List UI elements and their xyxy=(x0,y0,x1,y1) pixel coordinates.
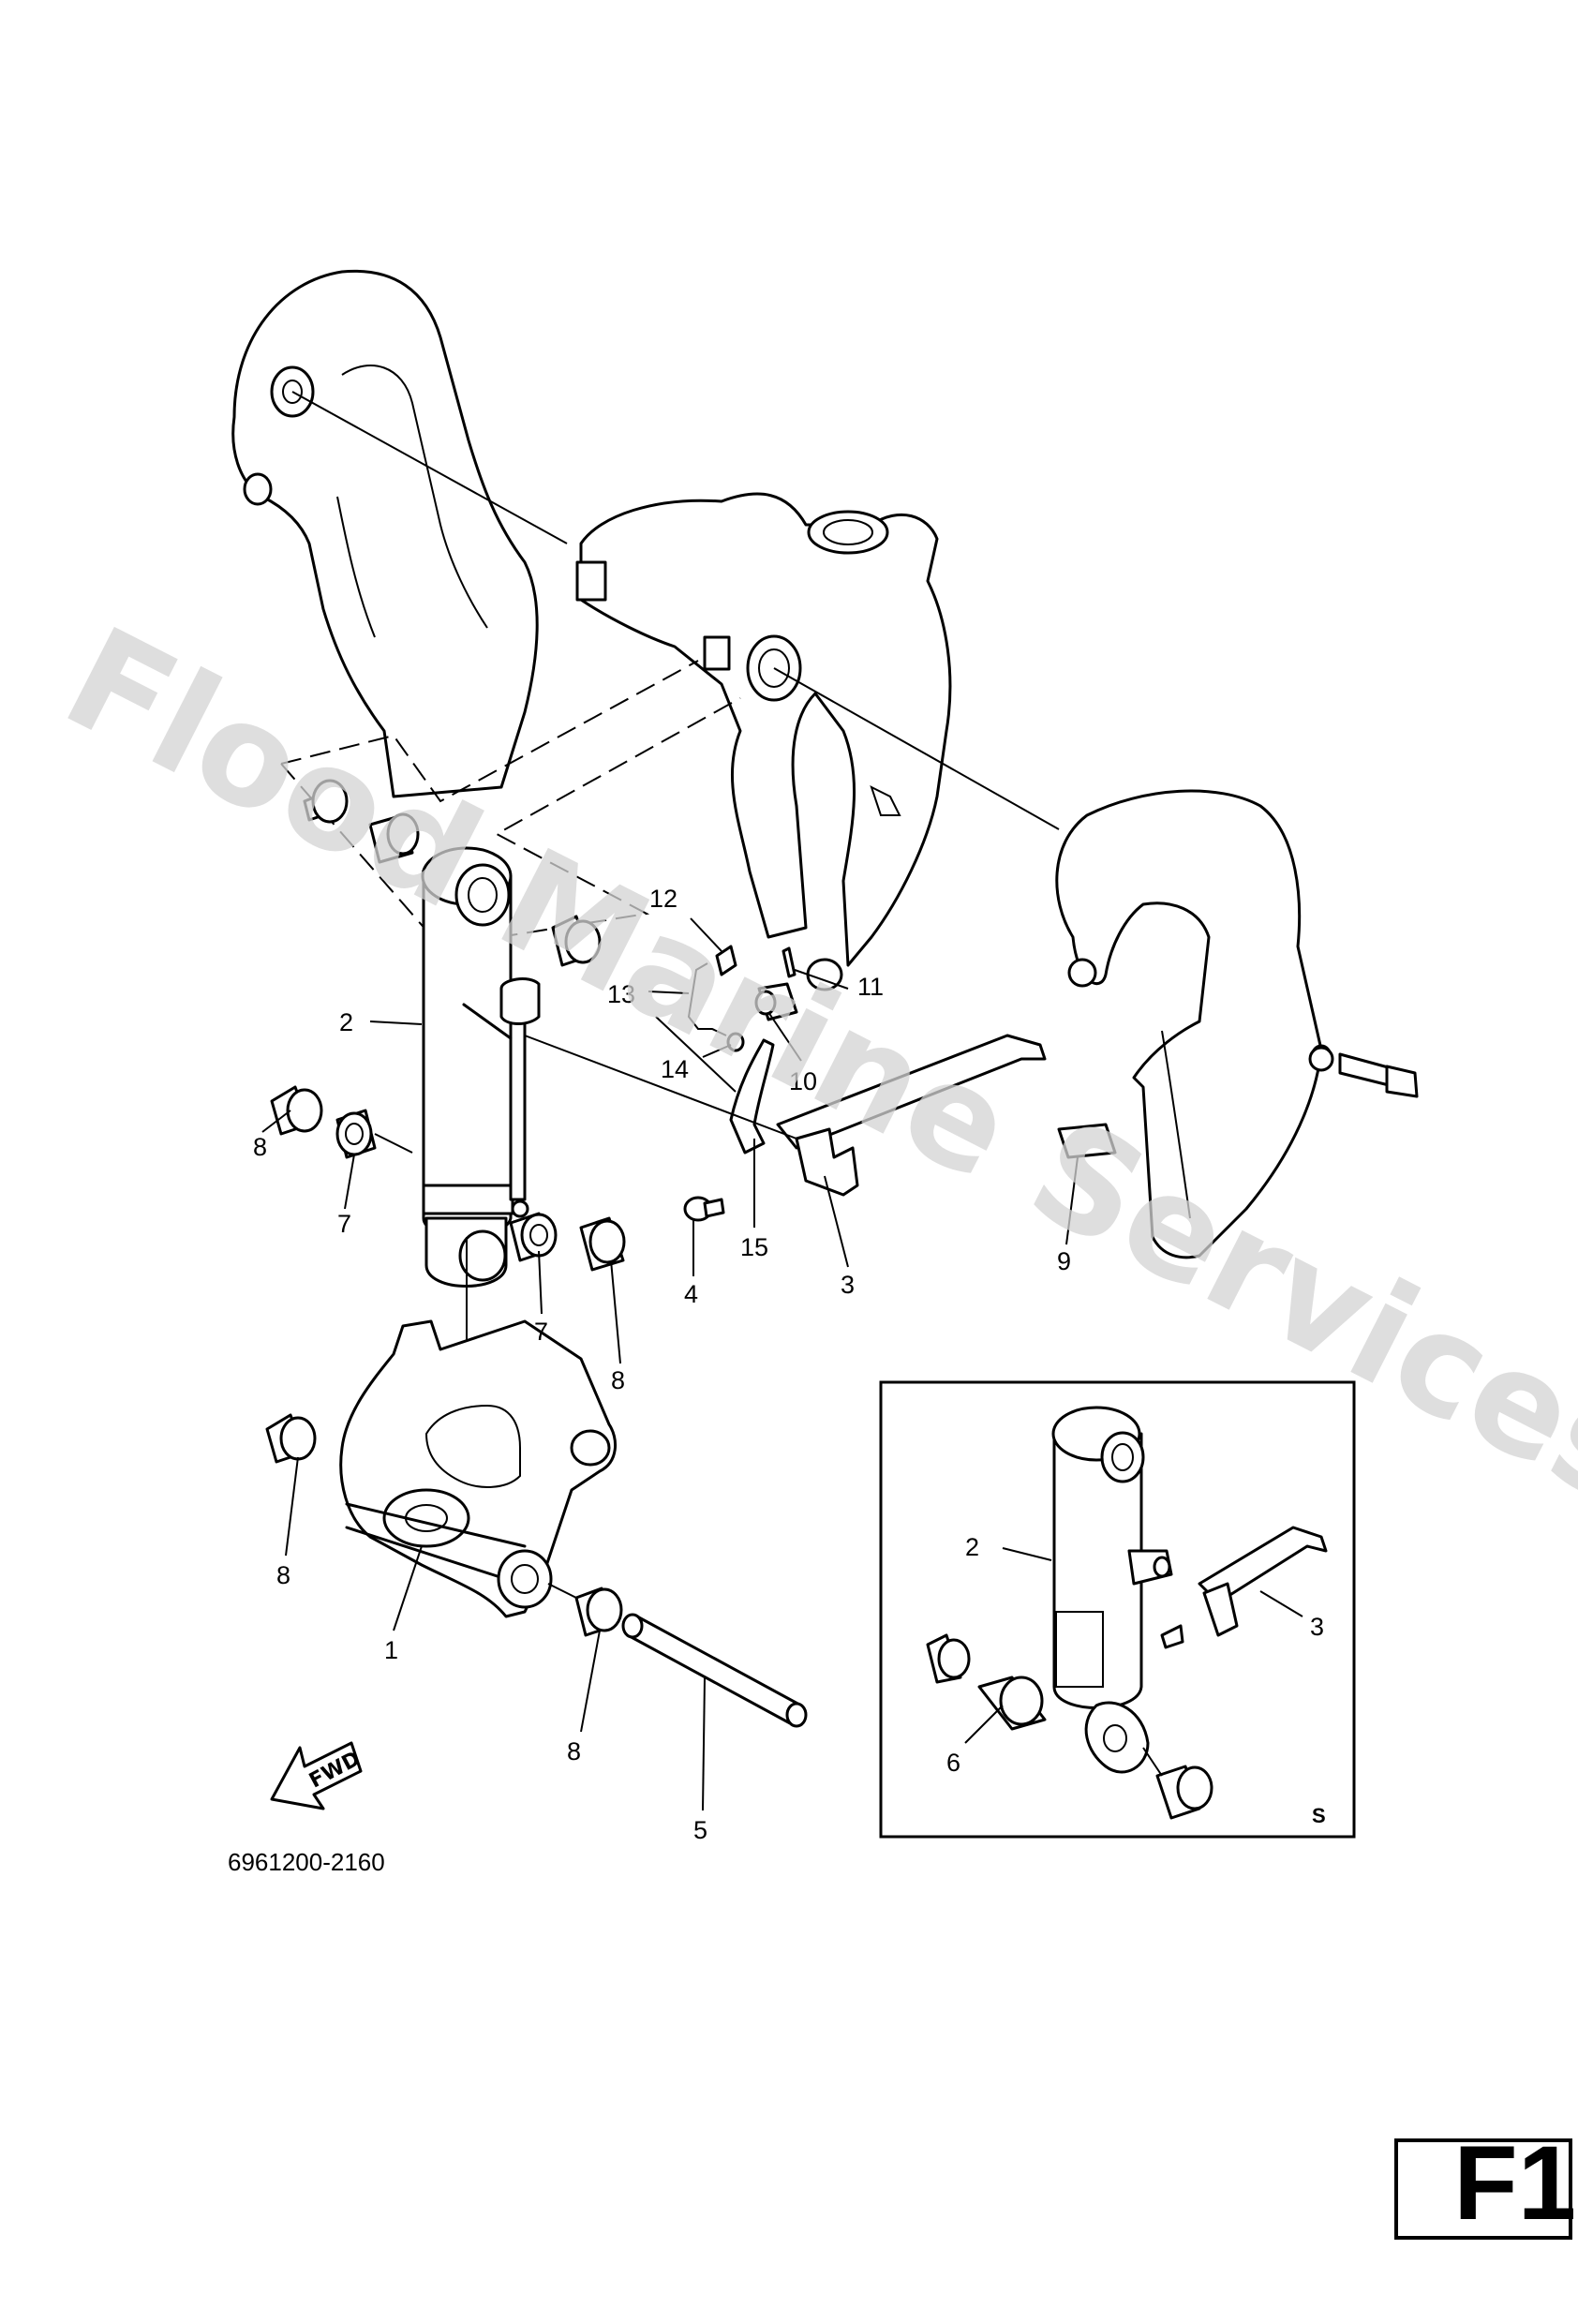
pivot-axis-line xyxy=(773,667,1060,830)
callout-11: 11 xyxy=(857,973,884,1001)
bolt-4 xyxy=(683,1196,725,1222)
clip-top-right xyxy=(551,915,602,967)
callout-10: 10 xyxy=(789,1067,817,1095)
callout-3: 3 xyxy=(841,1271,855,1299)
callout-7: 7 xyxy=(534,1318,548,1346)
lower-bracket xyxy=(339,1319,618,1618)
assembly-outline xyxy=(280,660,699,803)
inset-callout-2: 2 xyxy=(965,1533,979,1561)
page-code-box: F1 xyxy=(1394,2131,1576,2240)
callout-12: 12 xyxy=(649,885,677,913)
callout-2: 2 xyxy=(339,1008,353,1036)
assembly-line xyxy=(374,1133,413,1154)
callout-8: 8 xyxy=(276,1561,290,1589)
leader-lines xyxy=(261,917,1303,1811)
page-code: F1 xyxy=(1453,2124,1576,2242)
tilt-pin xyxy=(621,1613,808,1728)
clip-8-lower-left xyxy=(265,1413,317,1464)
assembly-outline xyxy=(280,697,741,948)
forward-direction-arrow: FWD xyxy=(270,1741,365,1810)
bolt-right xyxy=(1308,1046,1419,1098)
clip-8-right xyxy=(579,1216,626,1272)
callout-5: 5 xyxy=(693,1816,707,1844)
clip-8-lower-right xyxy=(574,1587,623,1637)
callout-8: 8 xyxy=(611,1366,625,1394)
callout-8: 8 xyxy=(253,1133,267,1161)
callout-7: 7 xyxy=(337,1210,351,1238)
callout-labels: 2 8 7 7 8 4 15 3 9 10 11 12 13 14 8 1 8 … xyxy=(253,885,1324,1844)
callout-8: 8 xyxy=(567,1737,581,1765)
clip-8-left xyxy=(270,1085,323,1136)
right-clamp-bracket xyxy=(1055,789,1332,1259)
bushing-7-right xyxy=(509,1212,558,1262)
left-clamp-bracket xyxy=(231,269,539,798)
callout-1: 1 xyxy=(384,1636,398,1664)
callout-4: 4 xyxy=(684,1280,698,1308)
tilt-cylinder xyxy=(421,846,541,1462)
callout-13: 13 xyxy=(607,980,635,1008)
inset-label: S xyxy=(1312,1804,1326,1827)
bushing-7-left xyxy=(335,1109,377,1159)
tilt-lever xyxy=(729,1034,1047,1197)
inset-detail-box xyxy=(879,1380,1356,1839)
stopper-9 xyxy=(1057,1123,1117,1159)
callout-9: 9 xyxy=(1057,1247,1071,1275)
bushing-top-left xyxy=(368,812,420,864)
callout-15: 15 xyxy=(740,1233,768,1261)
drawing-number: 6961200-2160 xyxy=(228,1848,385,1876)
inset-callout-3: 3 xyxy=(1310,1613,1324,1641)
inset-callout-6: 6 xyxy=(946,1749,960,1777)
assembly-line xyxy=(547,1583,577,1599)
callout-14: 14 xyxy=(661,1055,689,1083)
small-hardware xyxy=(687,945,798,1052)
assembly-line xyxy=(524,1035,797,1140)
pivot-axis-line xyxy=(291,391,568,544)
leader-axis-line xyxy=(655,1016,737,1093)
clip-top-left xyxy=(303,779,349,824)
